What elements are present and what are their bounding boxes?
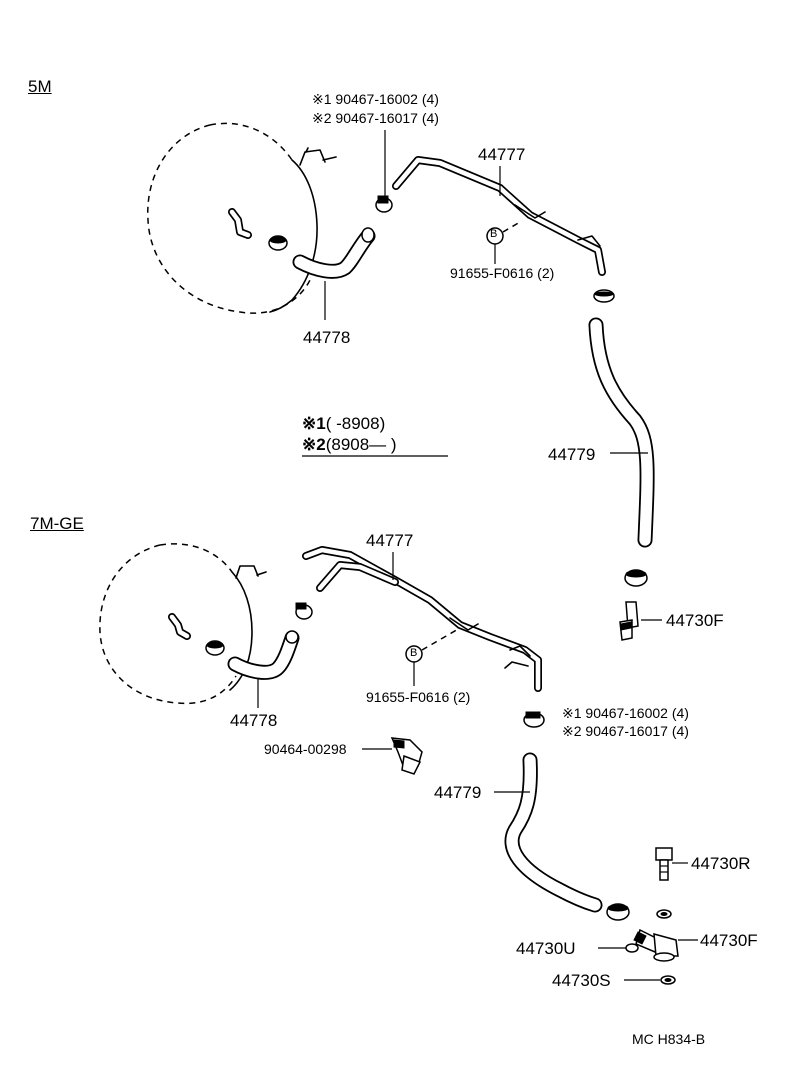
bottom-bolt-label: 44730R bbox=[691, 854, 751, 873]
bottom-valve-label: 44730F bbox=[700, 931, 758, 950]
note-1-range: ( -8908) bbox=[325, 414, 386, 433]
bottom-washer-label: 44730S bbox=[552, 971, 611, 990]
top-valve-label: 44730F bbox=[666, 611, 724, 630]
bottom-pipe-label: 44777 bbox=[366, 531, 414, 550]
top-clamp-2-label: ※2 90467-16017 (4) bbox=[312, 110, 439, 126]
bottom-fitting-label: 90464-00298 bbox=[264, 741, 347, 757]
bottom-clamp-2-label: ※2 90467-16017 (4) bbox=[562, 723, 689, 739]
check-valve-icon bbox=[619, 601, 639, 641]
clamp-icon bbox=[375, 195, 393, 213]
bottom-cap-label: 44730U bbox=[516, 939, 576, 958]
note-1: ※1( -8908) bbox=[302, 415, 385, 432]
bottom-clip-label: 91655-F0616 (2) bbox=[366, 689, 471, 705]
fitting-icon bbox=[390, 737, 423, 775]
union-bolt-icon bbox=[655, 847, 673, 881]
bottom-hose-long-label: 44779 bbox=[434, 783, 482, 802]
note-2: ※2(8908— ) bbox=[302, 436, 397, 453]
note-1-mark: ※1 bbox=[302, 414, 326, 433]
top-clamp-1-label: ※1 90467-16002 (4) bbox=[312, 91, 439, 107]
top-hose-short-label: 44778 bbox=[303, 328, 351, 347]
pipe-44777-top bbox=[392, 156, 606, 276]
bottom-clip-mark: B bbox=[410, 647, 418, 659]
top-clip-label: 91655-F0616 (2) bbox=[450, 265, 555, 281]
bottom-hose-short-label: 44778 bbox=[230, 711, 278, 730]
bottom-clamp-1-label: ※1 90467-16002 (4) bbox=[562, 705, 689, 721]
note-2-range: (8908— ) bbox=[325, 435, 397, 454]
pipe-44777-bottom bbox=[302, 546, 542, 692]
brake-booster-icon-lower bbox=[99, 543, 267, 705]
note-2-mark: ※2 bbox=[302, 435, 326, 454]
top-pipe-label: 44777 bbox=[478, 145, 526, 164]
top-hose-long-label: 44779 bbox=[548, 445, 596, 464]
hose-44779-top bbox=[588, 317, 655, 548]
check-valve-icon-lower bbox=[633, 928, 679, 962]
figure-code: MC H834-B bbox=[632, 1031, 706, 1047]
brake-booster-icon bbox=[147, 122, 337, 314]
top-clip-mark: B bbox=[490, 228, 498, 240]
hose-44779-bottom bbox=[504, 752, 603, 913]
variant-7mge-label: 7M-GE bbox=[30, 514, 84, 533]
hose-44778-bottom bbox=[227, 630, 300, 680]
washer-icon bbox=[656, 909, 672, 919]
variant-5m-label: 5M bbox=[28, 77, 52, 96]
hose-44778-top bbox=[292, 227, 376, 279]
